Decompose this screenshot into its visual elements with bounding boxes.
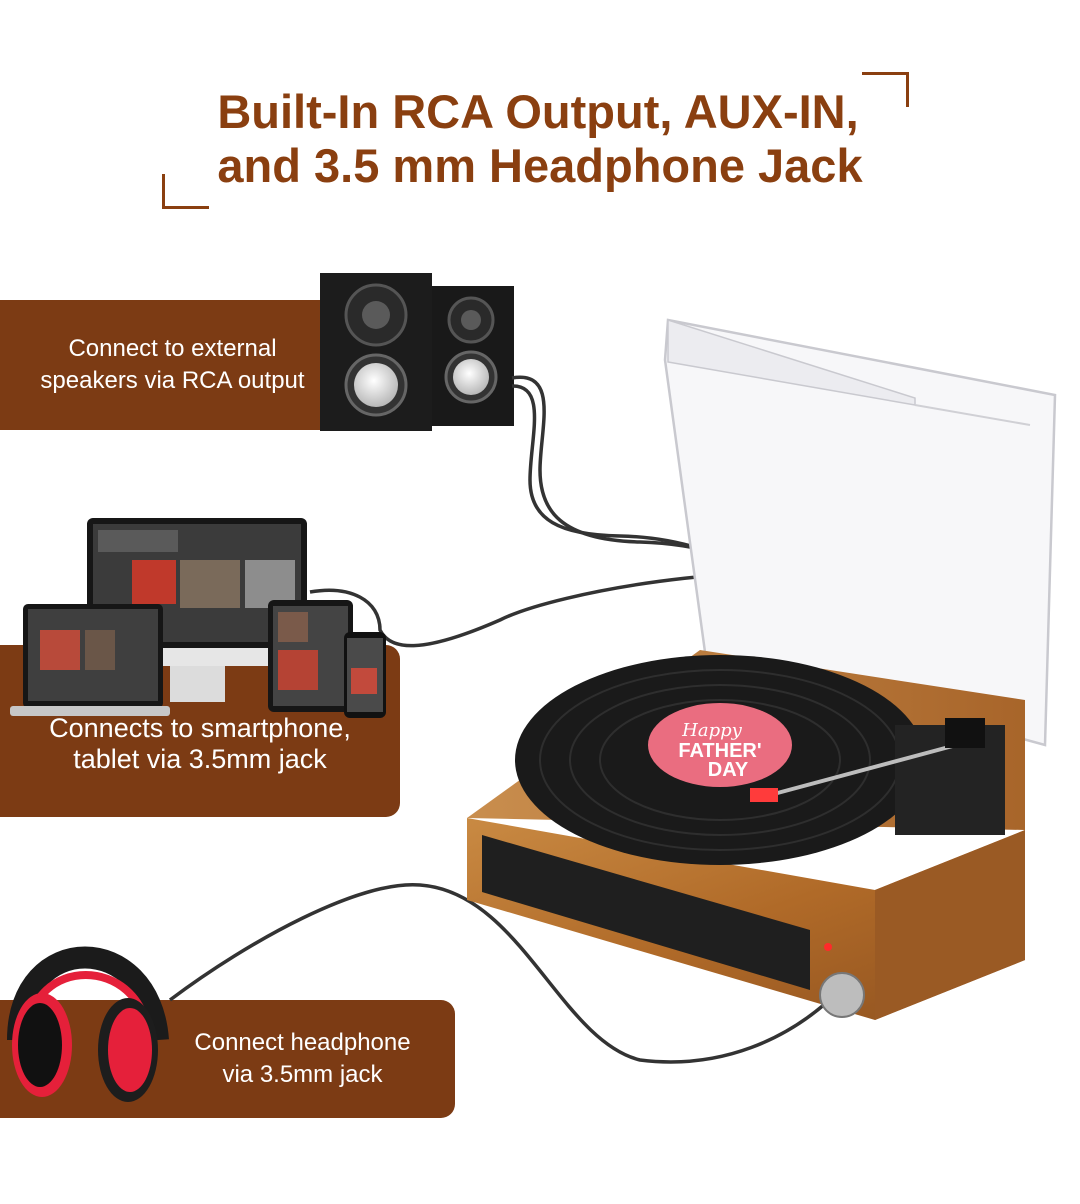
- corner-bracket-top-right: [862, 72, 909, 107]
- callout-smartphone-line-1: Connects to smartphone,: [49, 713, 351, 743]
- volume-knob: [819, 972, 865, 1018]
- power-led-icon: [824, 943, 832, 951]
- callout-rca-line-2: speakers via RCA output: [40, 367, 305, 394]
- turntable-image: Happy FATHER' DAY: [467, 650, 1025, 1020]
- callout-rca-speakers: Connect to external speakers via RCA out…: [0, 300, 345, 430]
- heading-line-1: Built-In RCA Output, AUX-IN,: [217, 85, 859, 138]
- headphones-image: [7, 946, 169, 1102]
- record-label-line-1: Happy: [681, 720, 742, 741]
- callout-headphone-line-1: Connect headphone: [194, 1029, 411, 1056]
- heading-line-2: and 3.5 mm Headphone Jack: [217, 139, 863, 192]
- speakers-image: [320, 273, 514, 431]
- record-label-line-2: FATHER': [678, 740, 761, 762]
- corner-bracket-bottom-left: [162, 174, 209, 209]
- callout-headphone-line-2: via 3.5mm jack: [222, 1061, 383, 1088]
- callout-rca-line-1: Connect to external: [68, 335, 277, 362]
- callout-smartphone-line-2: tablet via 3.5mm jack: [73, 744, 327, 774]
- record-label-line-3: DAY: [708, 759, 749, 781]
- devices-image: [10, 518, 386, 718]
- dust-cover: [663, 318, 1057, 747]
- callout-headphone: Connect headphone via 3.5mm jack: [0, 1000, 455, 1118]
